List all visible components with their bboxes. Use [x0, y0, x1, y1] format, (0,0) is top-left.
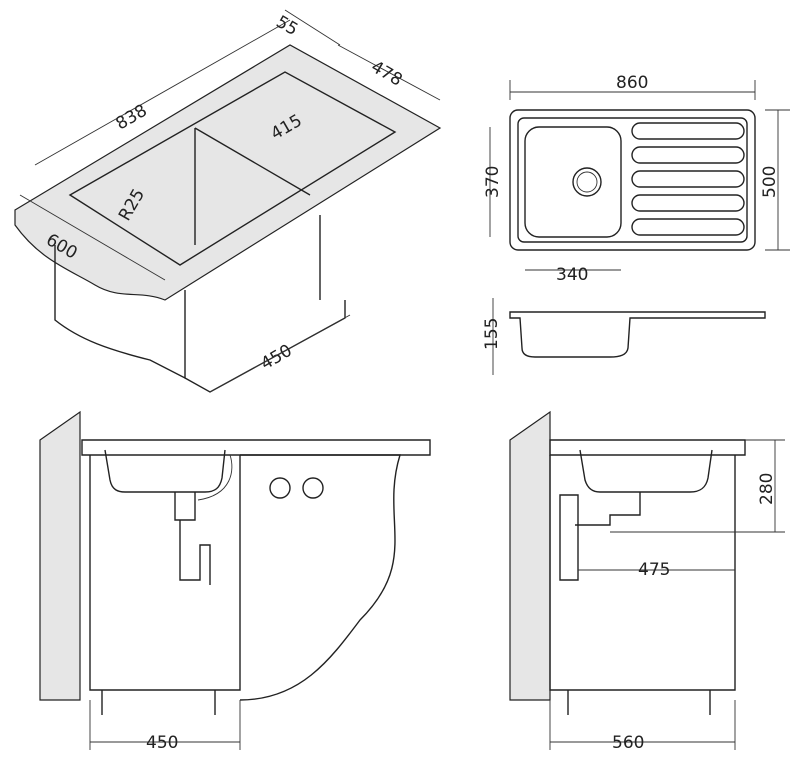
- cabinet-front: [54, 245, 186, 380]
- dim-475: 475: [638, 560, 670, 580]
- overflow-hose: [197, 454, 233, 501]
- dim-340: 340: [556, 265, 588, 285]
- pipe-hole: [302, 477, 324, 499]
- countertop-front: [81, 439, 431, 456]
- siphon: [174, 492, 211, 585]
- dim-860: 860: [616, 73, 648, 93]
- isometric-view: 600 838 55 478 415 R25 450: [14, 9, 442, 393]
- sink-outline: [509, 109, 756, 251]
- dim-55: 55: [273, 12, 302, 40]
- drain-hole: [572, 167, 602, 197]
- sink-rim: [68, 71, 397, 266]
- siphon-section: [559, 492, 641, 581]
- sink-profile: [509, 311, 766, 358]
- countertop-section: [549, 439, 746, 456]
- cabinet-legs: [101, 690, 216, 715]
- front-view: 450: [39, 410, 431, 753]
- pipe-hole: [269, 477, 291, 499]
- dim-838: 838: [113, 101, 151, 135]
- bowl-divider: [194, 127, 311, 245]
- dim-560: 560: [612, 733, 644, 753]
- bowl-front: [104, 449, 226, 493]
- dim-478: 478: [368, 57, 406, 91]
- section-view: 280 475 560: [509, 410, 785, 753]
- dim-155: 155: [482, 318, 502, 350]
- cabinet: [89, 454, 401, 701]
- top-view: 860 500 370 340: [483, 73, 790, 285]
- cabinet-section: [549, 455, 736, 691]
- side-view: 155: [482, 298, 766, 375]
- dim-370: 370: [483, 166, 503, 198]
- wall-section: [509, 410, 551, 701]
- wall: [39, 410, 81, 701]
- countertop: [14, 44, 442, 301]
- drainer-ribs: [631, 122, 745, 236]
- bowl: [524, 126, 622, 238]
- bowl-section: [579, 449, 713, 493]
- dim-450-front: 450: [146, 733, 178, 753]
- dim-500: 500: [760, 166, 780, 198]
- dim-280: 280: [757, 473, 777, 505]
- dim-450-iso: 450: [258, 341, 296, 375]
